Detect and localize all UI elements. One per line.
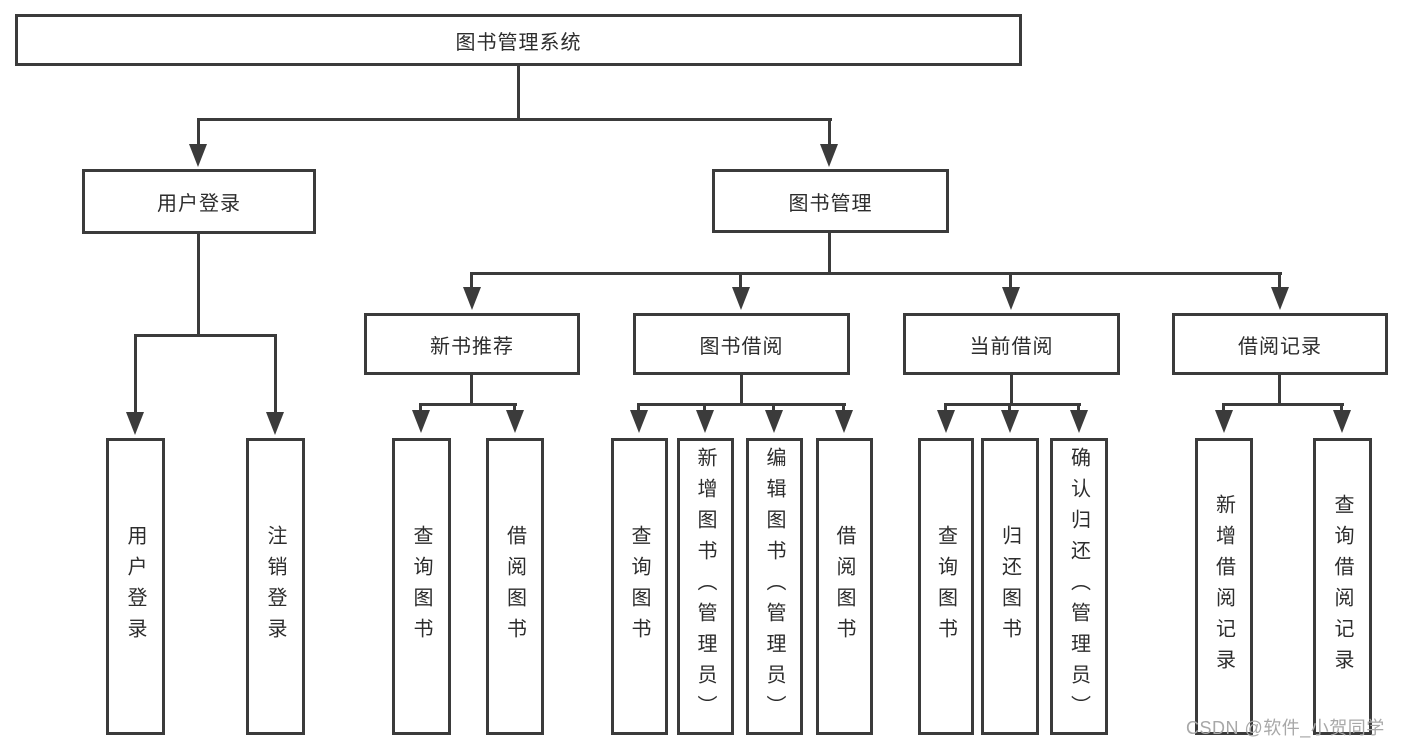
arrow-down — [1215, 410, 1233, 433]
connector-line — [1278, 375, 1281, 406]
leaf-add-borrow-record: 新增借阅记录 — [1195, 438, 1253, 735]
leaf-user-login: 用户登录 — [106, 438, 165, 735]
leaf-borrow-books-recommend-label: 借阅图书 — [503, 524, 526, 649]
leaf-query-books-recommend: 查询图书 — [392, 438, 451, 735]
arrow-down — [1271, 287, 1289, 310]
connector-line — [1222, 403, 1225, 412]
connector-line — [637, 403, 640, 412]
connector-line — [470, 272, 473, 289]
connector-line — [944, 403, 947, 412]
leaf-add-borrow-record-label: 新增借阅记录 — [1212, 493, 1235, 680]
leaf-query-borrow-record-label: 查询借阅记录 — [1331, 493, 1353, 680]
leaf-confirm-return-admin: 确认归还（管理员） — [1050, 438, 1108, 735]
node-new-book-recommend-label: 新书推荐 — [430, 335, 514, 358]
arrow-down — [1070, 410, 1088, 433]
arrow-down — [1001, 410, 1019, 433]
connector-line — [740, 375, 743, 406]
node-new-book-recommend: 新书推荐 — [364, 313, 580, 375]
arrow-down — [765, 410, 783, 433]
arrow-down — [463, 287, 481, 310]
connector-line — [1008, 403, 1011, 412]
connector-line — [517, 66, 520, 121]
connector-line — [197, 234, 200, 337]
connector-line — [1009, 272, 1012, 289]
arrow-down — [1333, 410, 1351, 433]
arrow-down — [412, 410, 430, 433]
arrow-down — [630, 410, 648, 433]
connector-line — [944, 403, 1081, 406]
connector-line — [828, 233, 831, 275]
leaf-logout-label: 注销登录 — [264, 524, 286, 649]
connector-line — [197, 118, 832, 121]
leaf-add-book-admin: 新增图书（管理员） — [677, 438, 734, 735]
arrow-down — [1002, 287, 1020, 310]
leaf-borrow-books-recommend: 借阅图书 — [486, 438, 544, 735]
connector-line — [1340, 403, 1343, 412]
leaf-logout: 注销登录 — [246, 438, 305, 735]
connector-line — [274, 334, 277, 414]
connector-line — [134, 334, 277, 337]
connector-line — [197, 118, 200, 146]
connector-line — [828, 118, 831, 146]
connector-line — [1222, 403, 1344, 406]
leaf-query-books-borrow-label: 查询图书 — [628, 524, 650, 649]
node-book-borrow-label: 图书借阅 — [699, 335, 784, 358]
node-user-login: 用户登录 — [82, 169, 316, 234]
leaf-add-book-admin-label: 新增图书（管理员） — [694, 447, 716, 726]
arrow-down — [696, 410, 714, 433]
connector-line — [638, 403, 846, 406]
node-current-borrow: 当前借阅 — [903, 313, 1120, 375]
node-root-label: 图书管理系统 — [455, 31, 582, 54]
connector-line — [842, 403, 845, 412]
node-root: 图书管理系统 — [15, 14, 1022, 66]
connector-line — [419, 403, 422, 412]
arrow-down — [506, 410, 524, 433]
leaf-query-borrow-record: 查询借阅记录 — [1313, 438, 1372, 735]
leaf-edit-book-admin: 编辑图书（管理员） — [746, 438, 803, 735]
leaf-query-books-borrow: 查询图书 — [611, 438, 668, 735]
node-book-management: 图书管理 — [712, 169, 949, 233]
leaf-user-login-label: 用户登录 — [124, 524, 146, 649]
connector-line — [134, 334, 137, 414]
leaf-confirm-return-admin-label: 确认归还（管理员） — [1067, 447, 1090, 726]
connector-line — [420, 403, 517, 406]
leaf-borrow-books-label: 借阅图书 — [833, 524, 855, 649]
arrow-down — [189, 144, 207, 167]
node-book-borrow: 图书借阅 — [633, 313, 850, 375]
leaf-query-books-current-label: 查询图书 — [934, 524, 957, 649]
arrow-down — [937, 410, 955, 433]
connector-line — [470, 375, 473, 406]
connector-line — [1077, 403, 1080, 412]
arrow-down — [732, 287, 750, 310]
leaf-edit-book-admin-label: 编辑图书（管理员） — [763, 447, 785, 726]
arrow-down — [126, 412, 144, 435]
node-borrow-records: 借阅记录 — [1172, 313, 1388, 375]
connector-line — [1278, 272, 1281, 289]
connector-line — [772, 403, 775, 412]
node-book-management-label: 图书管理 — [788, 192, 873, 215]
connector-line — [470, 272, 1282, 275]
leaf-query-books-recommend-label: 查询图书 — [410, 524, 432, 649]
node-borrow-records-label: 借阅记录 — [1238, 335, 1322, 358]
node-user-login-label: 用户登录 — [157, 193, 241, 215]
leaf-return-book: 归还图书 — [981, 438, 1039, 735]
arrow-down — [835, 410, 853, 433]
connector-line — [1010, 375, 1013, 406]
connector-line — [513, 403, 516, 412]
watermark: CSDN @软件_小贺同学 — [1186, 718, 1385, 738]
connector-line — [703, 403, 706, 412]
node-current-borrow-label: 当前借阅 — [969, 335, 1054, 358]
leaf-return-book-label: 归还图书 — [998, 524, 1021, 649]
connector-line — [739, 272, 742, 289]
leaf-borrow-books: 借阅图书 — [816, 438, 873, 735]
leaf-query-books-current: 查询图书 — [918, 438, 974, 735]
arrow-down — [820, 144, 838, 167]
arrow-down — [266, 412, 284, 435]
